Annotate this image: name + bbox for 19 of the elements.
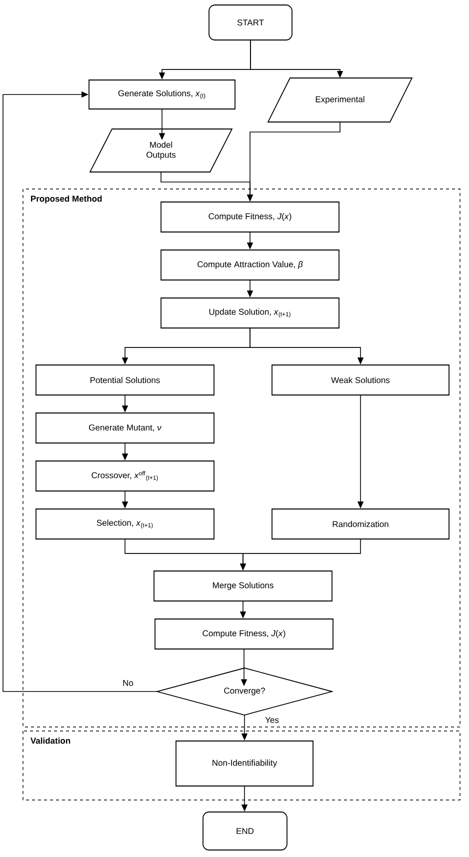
process-box: Update Solution, x$_{(t+1)}$ [160, 298, 340, 328]
edge-label: Yes [264, 716, 280, 724]
process-box: Generate Solutions, x$_{(t)}$ [88, 80, 236, 110]
process-box: Merge Solutions [154, 570, 332, 602]
process-box: Selection, x$_{(t+1)}$ [36, 508, 214, 540]
process-box: Non-Identifiability [176, 740, 314, 786]
edge-label: No [122, 679, 134, 687]
terminal-box: END [202, 812, 288, 850]
process-box: Generate Mutant, ν [36, 412, 214, 444]
process-box: Compute Fitness, J(x) [154, 618, 334, 650]
process-box: Potential Solutions [36, 364, 214, 396]
section-title: Proposed Method [31, 195, 102, 204]
section-title: Validation [30, 737, 70, 744]
terminal-box: START [208, 4, 292, 40]
process-box: Compute Fitness, J(x) [160, 202, 340, 232]
process-box: Compute Attraction Value, β [160, 250, 340, 280]
process-box: Weak Solutions [272, 364, 450, 396]
process-box: Randomization [272, 508, 450, 540]
arrow [2, 91, 158, 692]
